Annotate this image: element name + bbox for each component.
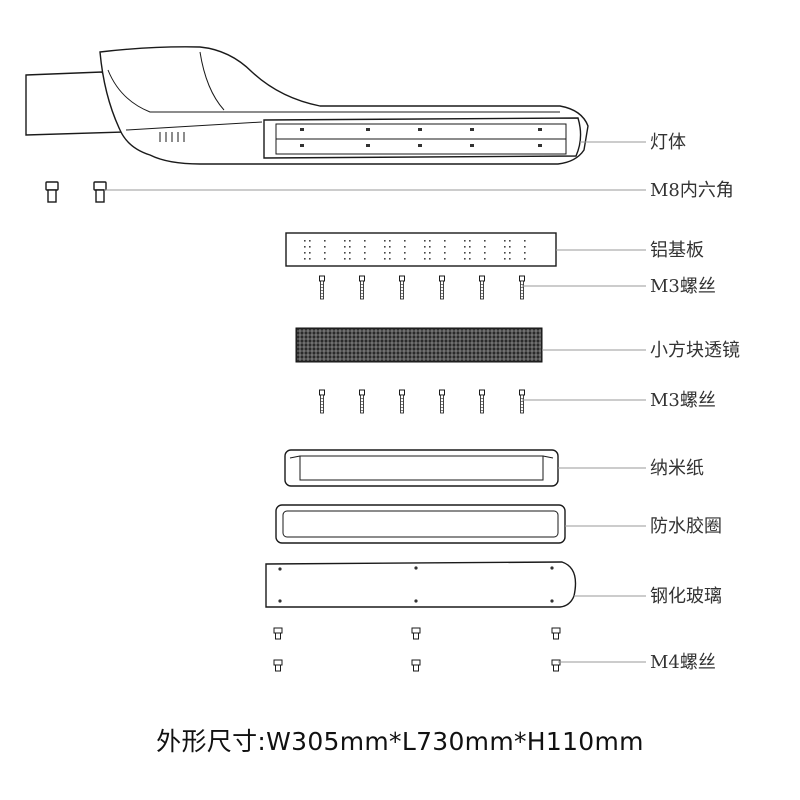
label-tempered-glass: 钢化玻璃 [650, 586, 722, 607]
label-waterproof-ring: 防水胶圈 [650, 516, 722, 537]
m8-hex-bolt [45, 181, 107, 203]
label-m4-screw: M4螺丝 [650, 652, 716, 673]
label-aluminum-board: 铝基板 [650, 240, 704, 261]
aluminum-board [285, 232, 557, 267]
label-lamp-body: 灯体 [650, 132, 686, 153]
tempered-glass [265, 561, 577, 608]
label-m8-hex: M8内六角 [650, 180, 734, 201]
m4-screw-set [273, 627, 561, 672]
m3-screw-row [319, 389, 525, 414]
waterproof-ring [275, 504, 566, 544]
label-lens: 小方块透镜 [650, 340, 740, 361]
dimensions-caption: 外形尺寸:W305mm*L730mm*H110mm [156, 727, 644, 756]
lamp-body [25, 46, 589, 165]
leader-lines [104, 141, 646, 663]
lens-array [295, 327, 543, 363]
label-m3-screw-2: M3螺丝 [650, 390, 716, 411]
label-m3-screw-1: M3螺丝 [650, 276, 716, 297]
nano-paper [284, 449, 559, 487]
m3-screw-row [319, 275, 525, 300]
label-nano-paper: 纳米纸 [650, 458, 704, 479]
